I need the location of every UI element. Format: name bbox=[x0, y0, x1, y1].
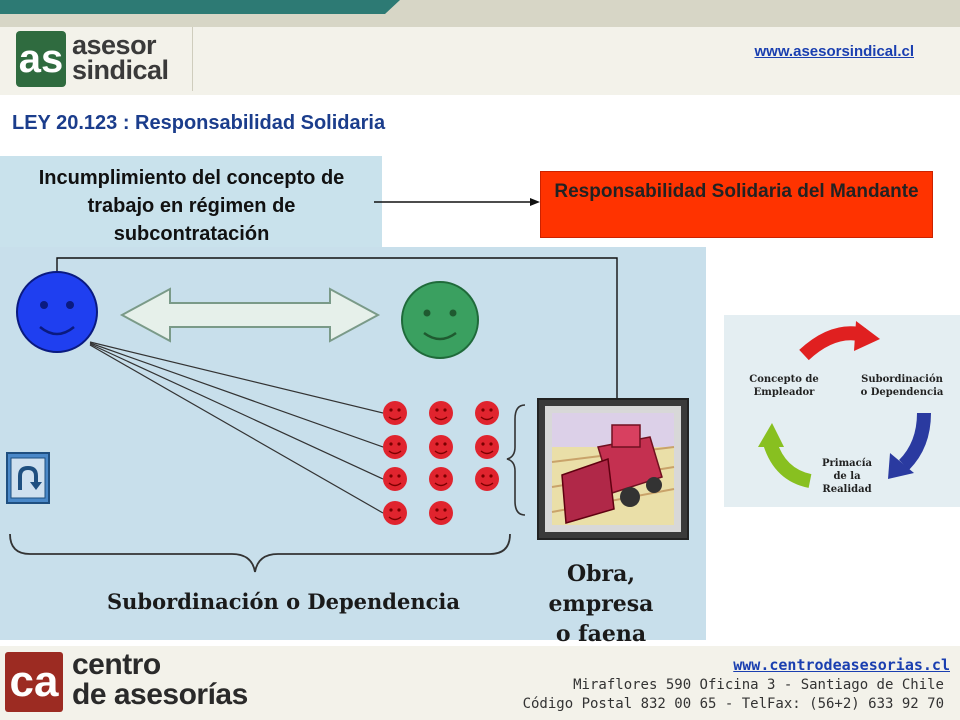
footer-logo-line-2: de asesorías bbox=[72, 678, 248, 711]
footer-postal: Código Postal 832 00 65 - TelFax: (56+2)… bbox=[522, 696, 944, 712]
diagram-drawing bbox=[9, 257, 689, 573]
footer-address: Miraflores 590 Oficina 3 - Santiago de C… bbox=[573, 677, 944, 693]
red-worker-face-icon bbox=[475, 401, 499, 425]
subcontracting-diagram: Subordinación o Dependencia Obra, empres… bbox=[0, 247, 706, 647]
site-header: as asesor sindical www.asesorsindical.cl bbox=[0, 27, 960, 95]
red-worker-face-icon bbox=[383, 467, 407, 491]
top-band-accent bbox=[0, 0, 400, 14]
small-brace bbox=[506, 404, 526, 516]
cycle-label-employer: Concepto de Empleador bbox=[744, 373, 824, 399]
worker-green-face-icon bbox=[401, 281, 479, 359]
obra-caption-line-2: o faena bbox=[555, 621, 647, 647]
centro-asesorias-logo[interactable]: ca bbox=[5, 652, 63, 712]
page-title: LEY 20.123 : Responsabilidad Solidaria bbox=[12, 112, 386, 134]
top-band bbox=[0, 0, 960, 27]
subordination-caption: Subordinación o Dependencia bbox=[107, 589, 460, 614]
cycle-prim-line-3: Realidad bbox=[822, 484, 872, 495]
red-workers-group bbox=[383, 401, 499, 525]
red-worker-face-icon bbox=[383, 501, 407, 525]
obra-caption-line-1: Obra, empresa bbox=[548, 561, 654, 617]
footer-logo-wordmark: centro de asesorías bbox=[72, 650, 248, 710]
concept-text: Incumplimiento del concepto de trabajo e… bbox=[38, 167, 345, 245]
red-worker-face-icon bbox=[429, 435, 453, 459]
employer-blue-face-icon bbox=[16, 271, 98, 353]
logo-line-2: sindical bbox=[72, 55, 169, 85]
footer-logo-mark: ca bbox=[9, 657, 59, 706]
cycle-employer-line-1: Concepto de bbox=[749, 374, 819, 385]
red-worker-face-icon bbox=[475, 435, 499, 459]
cycle-prim-line-2: de la bbox=[833, 471, 861, 482]
obra-caption: Obra, empresa o faena bbox=[512, 559, 690, 649]
return-button[interactable] bbox=[6, 452, 50, 504]
result-box: Responsabilidad Solidaria del Mandante bbox=[540, 171, 933, 238]
concept-box bbox=[0, 156, 382, 251]
footer-logo-line-1: centro bbox=[72, 648, 161, 681]
blue-cycle-arrow-icon bbox=[888, 412, 931, 479]
header-divider bbox=[192, 27, 193, 91]
double-arrow-icon bbox=[119, 287, 381, 343]
red-worker-face-icon bbox=[429, 501, 453, 525]
centrodeasesorias-link[interactable]: www.centrodeasesorias.cl bbox=[733, 656, 950, 674]
site-footer: ca centro de asesorías www.centrodeaseso… bbox=[0, 646, 960, 720]
logo-line-1: asesor bbox=[72, 30, 157, 60]
red-cycle-arrow-icon bbox=[799, 321, 880, 361]
cycle-sub-line-2: o Dependencia bbox=[860, 387, 944, 398]
result-text: Responsabilidad Solidaria del Mandante bbox=[554, 181, 919, 202]
cycle-arrows bbox=[758, 321, 931, 488]
red-worker-face-icon bbox=[429, 401, 453, 425]
cycle-employer-line-2: Empleador bbox=[753, 387, 815, 398]
logo-mark: as bbox=[18, 37, 64, 81]
cycle-label-subordination: Subordinación o Dependencia bbox=[854, 373, 950, 399]
concept-to-result-arrow bbox=[374, 198, 540, 206]
asesor-sindical-logo[interactable]: as bbox=[16, 31, 66, 87]
fan-lines bbox=[89, 341, 384, 514]
legal-concepts-cycle: Concepto de Empleador Subordinación o De… bbox=[724, 315, 960, 507]
red-worker-face-icon bbox=[383, 435, 407, 459]
red-worker-face-icon bbox=[475, 467, 499, 491]
cycle-label-primacy: Primacía de la Realidad bbox=[812, 457, 882, 496]
red-worker-face-icon bbox=[383, 401, 407, 425]
logo-wordmark: asesor sindical bbox=[72, 30, 169, 85]
asesorsindical-link[interactable]: www.asesorsindical.cl bbox=[754, 43, 914, 60]
cycle-sub-line-1: Subordinación bbox=[861, 374, 943, 385]
cycle-prim-line-1: Primacía bbox=[821, 458, 872, 469]
red-worker-face-icon bbox=[429, 467, 453, 491]
harvester-picture-icon bbox=[537, 398, 689, 540]
green-cycle-arrow-icon bbox=[758, 423, 812, 488]
return-arrow-icon bbox=[10, 457, 46, 499]
large-brace bbox=[9, 533, 511, 573]
